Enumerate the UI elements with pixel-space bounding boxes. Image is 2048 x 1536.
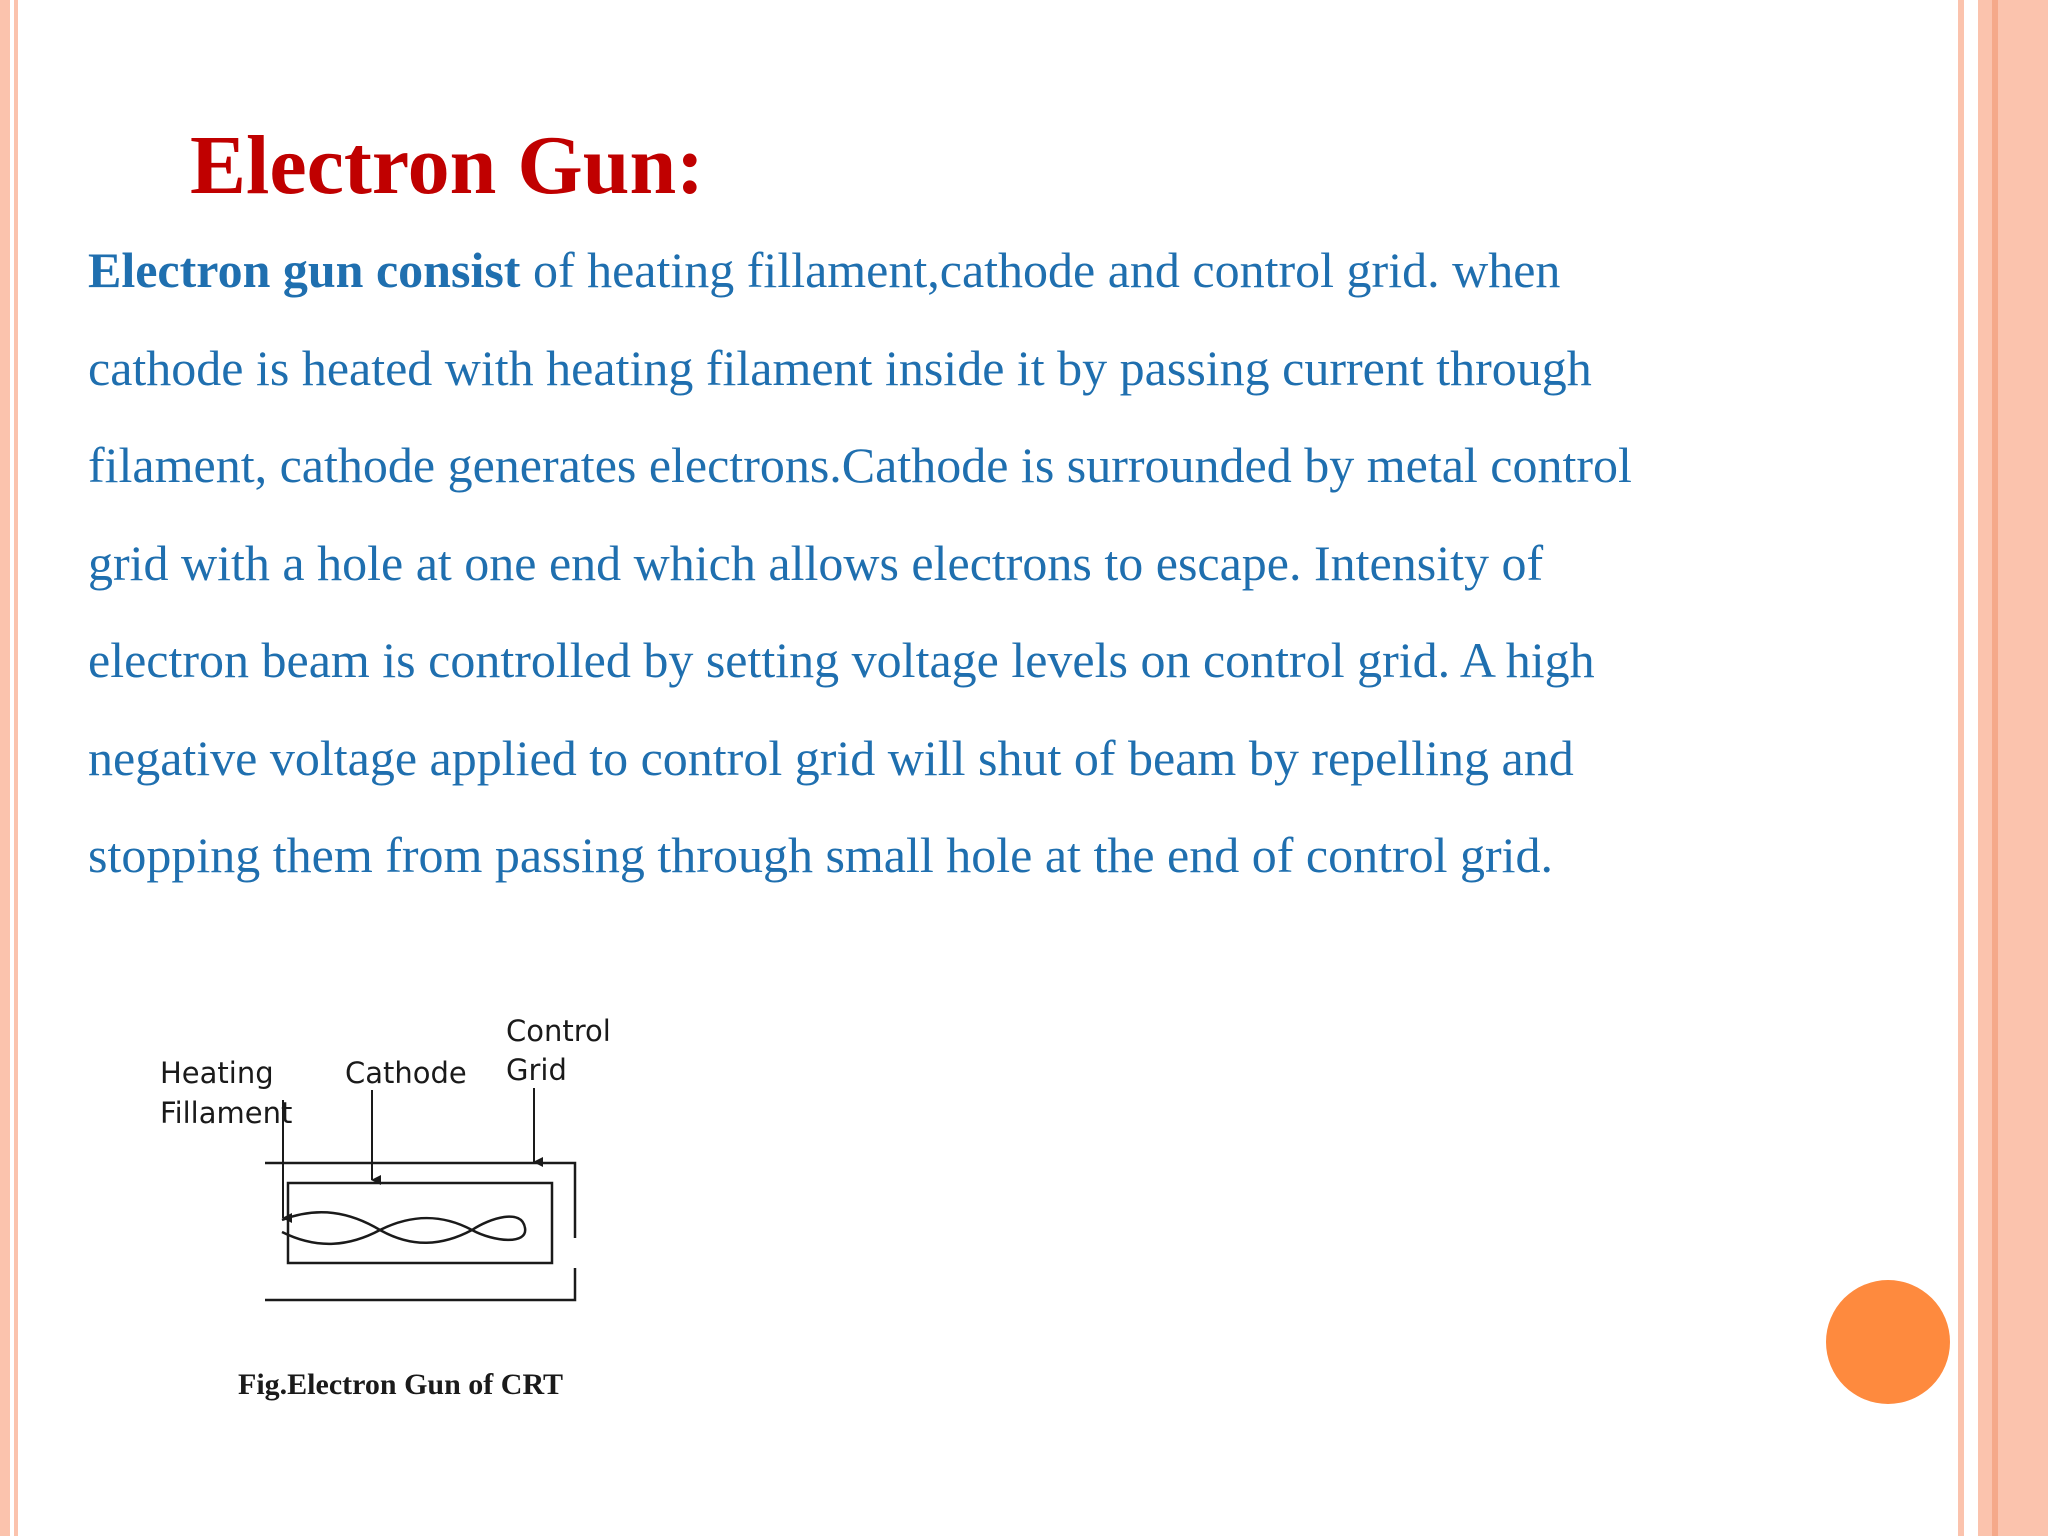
heating-filament-coil — [281, 1211, 527, 1246]
heating-label-line1: Heating — [160, 1056, 274, 1090]
right-border-stripe-2 — [1978, 0, 2048, 1536]
figure-caption: Fig.Electron Gun of CRT — [238, 1368, 563, 1401]
right-border-stripe-1 — [1958, 0, 1964, 1536]
accent-circle — [1826, 1280, 1950, 1404]
body-line-6: negative voltage applied to control grid… — [88, 729, 1574, 786]
right-border-stripe-3 — [1992, 0, 1998, 1536]
body-line-7: stopping them from passing through small… — [88, 827, 1554, 883]
cathode-label: Cathode — [345, 1056, 467, 1090]
body-line-4: grid with a hole at one end which allows… — [88, 534, 1544, 591]
left-border-stripe — [0, 0, 10, 1536]
body-line-2: cathode is heated with heating filament … — [88, 339, 1592, 396]
slide-title: Electron Gun: — [190, 119, 705, 212]
body-line-5: electron beam is controlled by setting v… — [88, 632, 1595, 688]
body-line-1: Electron gun consist of heating fillamen… — [88, 228, 2048, 326]
lead-bold-text: Electron gun consist — [88, 242, 521, 298]
control-grid-label-line2: Grid — [506, 1053, 567, 1087]
cathode-outline — [286, 1181, 554, 1265]
left-border-stripe-thin — [14, 0, 18, 1536]
control-grid-label-line1: Control — [506, 1014, 611, 1048]
body-line-1-rest: of heating fillament,cathode and control… — [520, 242, 1561, 298]
body-line-3: filament, cathode generates electrons.Ca… — [88, 437, 1632, 493]
control-grid-outline — [265, 1161, 577, 1302]
body-paragraph: Electron gun consist of heating fillamen… — [88, 228, 2048, 911]
electron-gun-diagram: Heating Fillament Cathode Control Grid F… — [160, 1014, 611, 1401]
heating-label-line2: Fillament — [160, 1096, 292, 1130]
